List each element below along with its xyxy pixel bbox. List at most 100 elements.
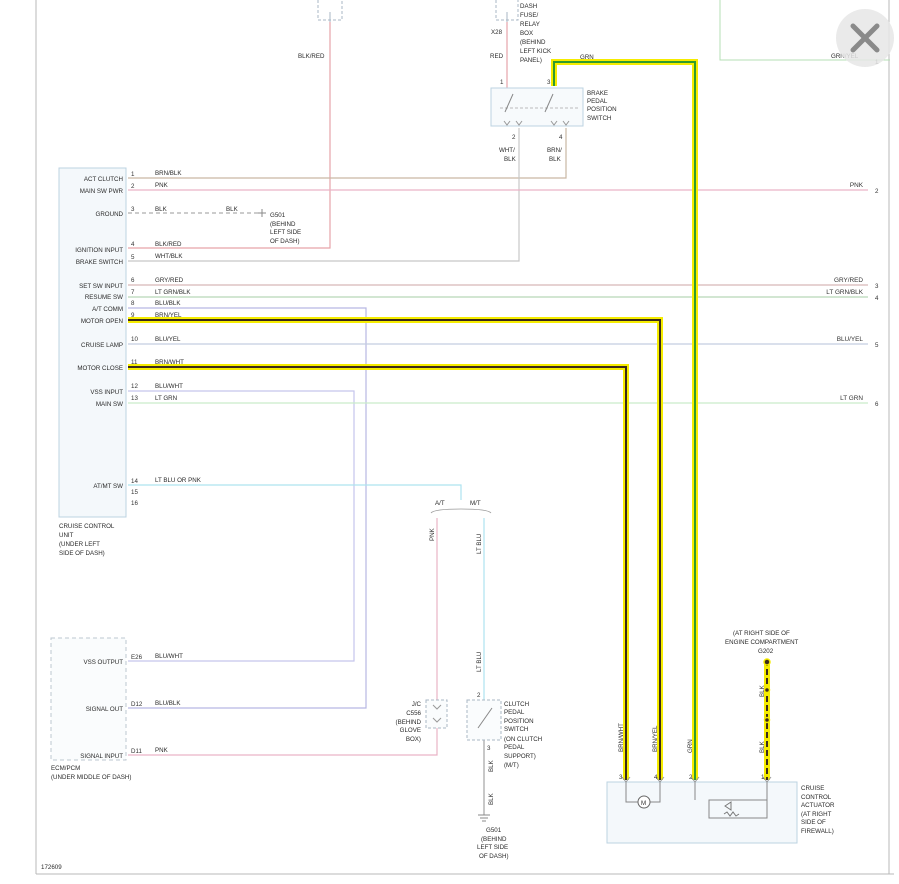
svg-text:13: 13 (131, 395, 138, 402)
svg-text:PEDAL: PEDAL (504, 744, 525, 751)
svg-text:LEFT SIDE: LEFT SIDE (477, 844, 508, 851)
close-icon (850, 23, 880, 53)
svg-text:BLK: BLK (488, 792, 495, 805)
svg-text:BLU/YEL: BLU/YEL (155, 336, 181, 343)
svg-text:POSITION: POSITION (504, 718, 534, 725)
svg-text:G501: G501 (486, 827, 502, 834)
svg-text:D12: D12 (131, 701, 143, 708)
svg-text:8: 8 (131, 300, 135, 307)
svg-text:LT GRN: LT GRN (155, 395, 177, 402)
svg-text:10: 10 (131, 336, 138, 343)
svg-text:(AT RIGHT SIDE OF: (AT RIGHT SIDE OF (733, 630, 790, 637)
wire-blk-red (128, 22, 331, 249)
svg-text:2: 2 (131, 183, 135, 190)
svg-text:BLK: BLK (488, 759, 495, 772)
svg-text:GRN: GRN (580, 54, 594, 61)
svg-text:ACT CLUTCH: ACT CLUTCH (84, 176, 123, 183)
ecm-pcm (50, 637, 127, 761)
svg-text:G501: G501 (270, 212, 286, 219)
svg-text:SIDE OF: SIDE OF (801, 819, 826, 826)
jc-c556 (425, 699, 448, 729)
svg-text:WHT/: WHT/ (499, 147, 515, 154)
svg-text:12: 12 (131, 383, 138, 390)
svg-text:GRN: GRN (687, 739, 694, 753)
svg-text:7: 7 (131, 289, 135, 296)
svg-text:PNK: PNK (429, 527, 436, 541)
svg-text:6: 6 (131, 277, 135, 284)
wire-at-pnk (128, 518, 438, 756)
svg-text:LEFT SIDE: LEFT SIDE (270, 229, 301, 236)
svg-text:BRN/YEL: BRN/YEL (652, 725, 659, 752)
svg-text:CRUISE CONTROL: CRUISE CONTROL (59, 523, 115, 530)
wire-lt-blu-or-pnk (128, 484, 462, 500)
wire-grn (553, 61, 696, 780)
svg-text:CONTROL: CONTROL (801, 794, 832, 801)
svg-text:CRUISE: CRUISE (801, 785, 824, 792)
svg-text:9: 9 (131, 312, 135, 319)
svg-text:BRAKE: BRAKE (587, 90, 608, 97)
svg-text:(BEHIND: (BEHIND (481, 836, 507, 843)
svg-text:(UNDER LEFT: (UNDER LEFT (59, 541, 100, 548)
svg-text:BRN/BLK: BRN/BLK (155, 170, 182, 177)
cruise-control-unit (58, 167, 127, 518)
svg-text:1: 1 (131, 171, 135, 178)
svg-text:A/T: A/T (435, 500, 445, 507)
svg-text:LT GRN/BLK: LT GRN/BLK (826, 289, 863, 296)
svg-text:MOTOR CLOSE: MOTOR CLOSE (77, 365, 123, 372)
close-button[interactable] (836, 9, 894, 67)
svg-text:SIGNAL INPUT: SIGNAL INPUT (80, 753, 123, 760)
svg-text:(ON CLUTCH: (ON CLUTCH (504, 736, 542, 743)
svg-text:(M/T): (M/T) (504, 762, 519, 769)
svg-text:DASH: DASH (520, 3, 537, 10)
svg-text:ENGINE COMPARTMENT: ENGINE COMPARTMENT (725, 639, 799, 646)
wire-blu-blk (128, 307, 367, 709)
svg-text:SWITCH: SWITCH (504, 726, 528, 733)
svg-text:RESUME SW: RESUME SW (85, 294, 123, 301)
svg-text:5: 5 (131, 254, 135, 261)
svg-text:POSITION: POSITION (587, 106, 617, 113)
svg-text:3: 3 (131, 206, 135, 213)
svg-text:PEDAL: PEDAL (504, 709, 525, 716)
svg-text:BLU/BLK: BLU/BLK (155, 700, 181, 707)
svg-text:FIREWALL): FIREWALL) (801, 828, 834, 835)
svg-text:2: 2 (477, 692, 481, 699)
svg-text:(BEHIND: (BEHIND (396, 719, 422, 726)
wire-brn-blk (128, 128, 567, 179)
svg-text:MAIN SW PWR: MAIN SW PWR (80, 188, 124, 195)
svg-text:LT GRN/BLK: LT GRN/BLK (155, 289, 191, 296)
svg-text:3: 3 (487, 745, 491, 752)
svg-text:SIGNAL OUT: SIGNAL OUT (86, 706, 123, 713)
svg-text:BOX): BOX) (406, 736, 421, 743)
svg-text:4: 4 (654, 774, 658, 781)
svg-text:A/T COMM: A/T COMM (92, 306, 123, 313)
svg-text:4: 4 (875, 295, 879, 302)
svg-text:2: 2 (875, 188, 879, 195)
svg-text:BLK: BLK (549, 156, 562, 163)
svg-text:LT BLU OR PNK: LT BLU OR PNK (155, 477, 202, 484)
svg-text:GRY/RED: GRY/RED (155, 277, 184, 284)
svg-text:OF DASH): OF DASH) (479, 853, 509, 860)
svg-text:RELAY: RELAY (520, 21, 540, 28)
wire-brn-wht (128, 366, 627, 780)
svg-text:GLOVE: GLOVE (400, 727, 421, 734)
thin-wires (128, 22, 868, 815)
svg-text:LT GRN: LT GRN (840, 395, 863, 402)
svg-text:PANEL): PANEL) (520, 57, 542, 64)
svg-text:D11: D11 (131, 748, 142, 755)
svg-text:IGNITION INPUT: IGNITION INPUT (75, 247, 123, 254)
ground-icon (258, 209, 490, 822)
svg-text:1: 1 (761, 774, 765, 781)
svg-text:(UNDER MIDDLE OF DASH): (UNDER MIDDLE OF DASH) (51, 774, 131, 781)
clutch-pedal-position-switch (466, 699, 502, 741)
svg-text:2: 2 (512, 134, 516, 141)
svg-text:X28: X28 (491, 29, 503, 36)
svg-text:BOX: BOX (520, 30, 533, 37)
cruise-control-actuator (606, 776, 798, 844)
svg-text:BLK: BLK (155, 206, 168, 213)
svg-text:11: 11 (131, 359, 138, 366)
svg-text:14: 14 (131, 478, 138, 485)
svg-text:(BEHIND: (BEHIND (520, 39, 546, 46)
svg-text:G202: G202 (758, 648, 774, 655)
svg-text:FUSE/: FUSE/ (520, 12, 539, 19)
